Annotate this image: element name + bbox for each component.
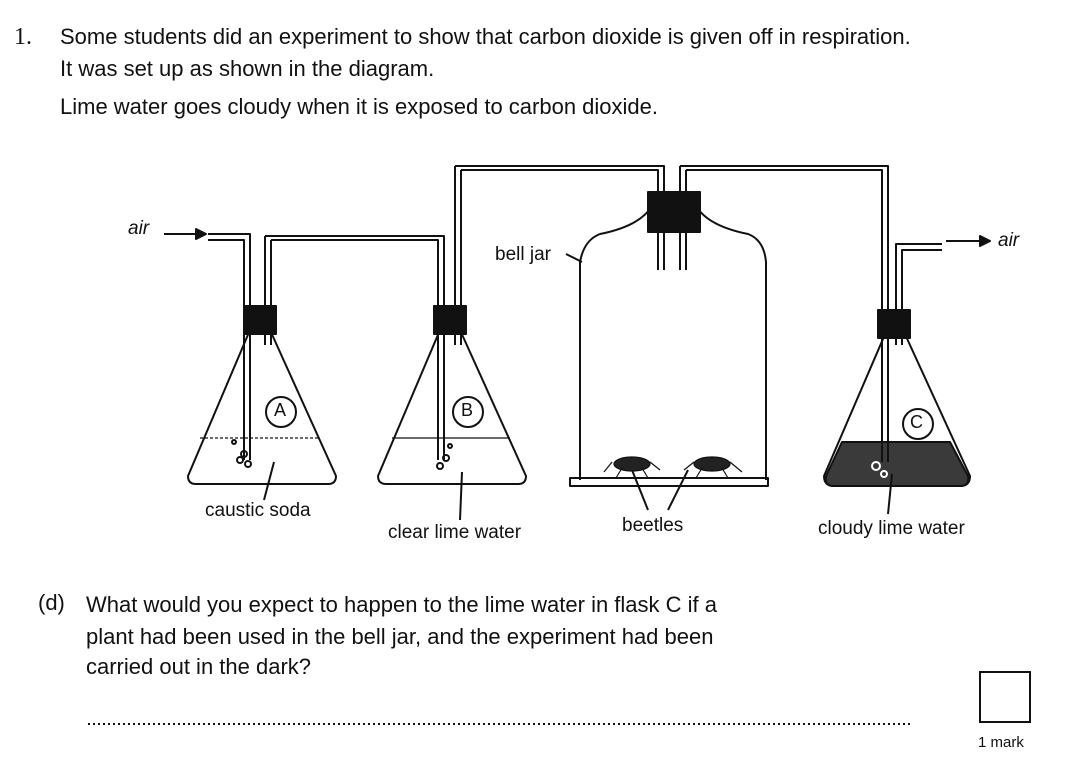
question-number: 1. <box>14 24 32 50</box>
air-out-label: air <box>998 230 1020 251</box>
flask-b <box>377 305 527 485</box>
intro-line-1: Some students did an experiment to show … <box>60 24 911 49</box>
beetles-drawing <box>603 456 743 479</box>
answer-input[interactable] <box>88 700 912 724</box>
part-d-label: (d) <box>38 590 65 615</box>
flask-b-letter: B <box>461 400 474 420</box>
intro-line-2: It was set up as shown in the diagram. <box>60 56 435 81</box>
flask-c <box>823 309 971 487</box>
beetles-label: beetles <box>622 515 684 536</box>
part-d-line-2: plant had been used in the bell jar, and… <box>86 624 714 649</box>
flask-c-letter: C <box>910 412 923 432</box>
caustic-soda-label: caustic soda <box>205 500 311 521</box>
bell-jar-label: bell jar <box>495 244 551 265</box>
mark-label: 1 mark <box>978 734 1024 751</box>
flask-a-letter: A <box>274 400 287 420</box>
clear-lime-water-label: clear lime water <box>388 522 522 543</box>
air-in-label: air <box>128 218 150 239</box>
mark-box <box>979 671 1031 723</box>
flask-a <box>187 305 337 485</box>
cloudy-lime-water-label: cloudy lime water <box>818 518 965 539</box>
part-d-line-3: carried out in the dark? <box>86 654 312 679</box>
part-d-line-1: What would you expect to happen to the l… <box>86 592 717 617</box>
intro-line-3: Lime water goes cloudy when it is expose… <box>60 94 659 119</box>
